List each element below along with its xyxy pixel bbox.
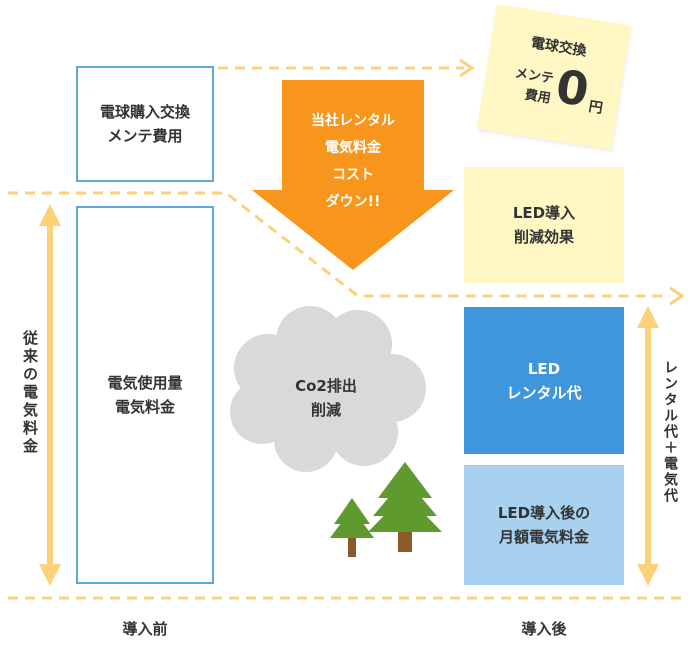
large-tree-icon xyxy=(368,462,442,552)
cost-down-arrow-shape xyxy=(252,80,454,270)
maintenance-dashed-arrowhead xyxy=(459,58,475,78)
cost-dashed-line xyxy=(8,191,670,298)
led-rental-fee-box: LED レンタル代 xyxy=(464,307,624,454)
electricity-usage-box: 電気使用量 電気料金 xyxy=(76,206,214,584)
cost-down-line2: 電気料金 xyxy=(325,140,381,156)
cost-down-line4: ダウン!! xyxy=(325,194,381,210)
led-monthly-line1: LED導入後の xyxy=(497,504,591,522)
led-effect-line1: LED導入 xyxy=(512,204,576,222)
conventional-range-arrowhead-top xyxy=(39,204,61,226)
led-rental-line2: レンタル代 xyxy=(506,383,582,402)
conventional-range-arrowhead-bottom xyxy=(39,564,61,586)
led-effect-line2: 削減効果 xyxy=(513,228,574,246)
rental-range-arrowhead-top xyxy=(637,306,659,328)
led-monthly-line2: 月額電気料金 xyxy=(498,528,589,546)
maintenance-zero-note: 電球交換 メンテ 費用 0 円 xyxy=(476,4,632,150)
cost-dashed-arrowhead xyxy=(669,286,685,306)
maintenance-cost-box: 電球購入交換 メンテ費用 xyxy=(76,66,214,182)
rental-range-arrowhead-bottom xyxy=(637,564,659,586)
led-monthly-electricity-box: LED導入後の 月額電気料金 xyxy=(464,465,624,585)
co2-reduction-text: Co2排出 削減 xyxy=(266,374,386,422)
cloud-icon xyxy=(230,306,426,472)
cost-down-line3: コスト xyxy=(332,167,374,183)
after-label: 導入後 xyxy=(521,620,567,638)
maintenance-zero-unit: 円 xyxy=(587,98,604,117)
electricity-usage-line1: 電気使用量 xyxy=(107,374,183,392)
maintenance-cost-line2: メンテ費用 xyxy=(107,127,183,145)
maintenance-cost-line1: 電球購入交換 xyxy=(99,103,190,121)
co2-line2: 削減 xyxy=(310,401,341,419)
small-tree-icon xyxy=(330,498,374,557)
rental-plus-electricity-label: レンタル代＋電気代 xyxy=(660,356,680,508)
cost-down-line1: 当社レンタル xyxy=(311,113,395,129)
led-reduction-effect-box: LED導入 削減効果 xyxy=(464,167,624,283)
before-label: 導入前 xyxy=(122,620,168,638)
electricity-usage-line2: 電気料金 xyxy=(114,398,175,416)
cost-down-text: 当社レンタル 電気料金 コスト ダウン!! xyxy=(293,108,413,216)
conventional-electricity-label: 従来の電気料金 xyxy=(20,326,41,460)
co2-line1: Co2排出 xyxy=(295,377,357,395)
led-rental-line1: LED xyxy=(527,359,561,378)
